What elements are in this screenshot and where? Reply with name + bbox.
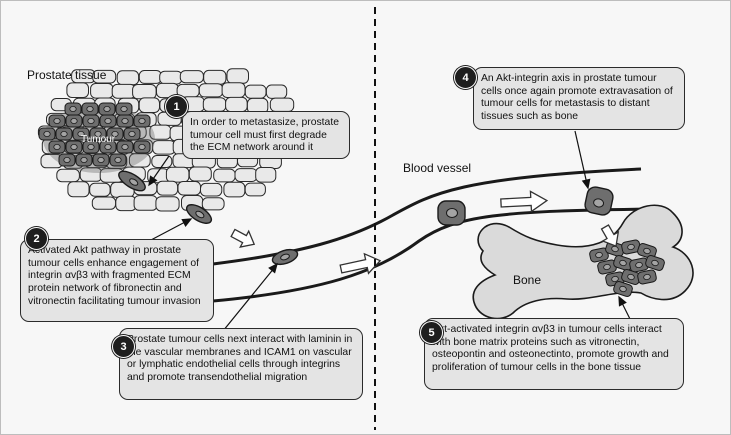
bone-tumour-cell (629, 257, 649, 273)
tumour-cell (92, 153, 110, 167)
tumour-cell (106, 127, 124, 141)
tissue-cell (89, 182, 111, 197)
tumour-mass-icon (38, 102, 155, 173)
callout-step-2: Activated Akt pathway in prostate tumour… (20, 239, 214, 322)
bone-tumour-cell (597, 259, 617, 275)
tumour-cell (72, 127, 90, 141)
tumour-cell (75, 153, 93, 167)
tissue-cell (66, 82, 90, 99)
tumour-cell (48, 114, 66, 128)
tissue-cell (265, 84, 288, 99)
step-5-badge: 5 (420, 321, 443, 344)
tumour-cell (116, 140, 134, 154)
tumour-cell (55, 127, 73, 141)
tissue-cell (111, 83, 136, 99)
tumour-cell (38, 127, 56, 141)
tissue-cell (255, 167, 277, 183)
tissue-cell (177, 181, 201, 196)
tissue-cell (202, 97, 227, 112)
tissue-cell (67, 181, 90, 198)
bone-tumour-cell (621, 239, 641, 255)
callout-step-4: An Akt-integrin axis in prostate tumour … (473, 67, 685, 130)
callout-step-5: Akt-activated integrin αvβ3 in tumour ce… (424, 318, 684, 390)
step-2-badge: 2 (25, 227, 48, 250)
tissue-cell (269, 97, 295, 112)
tissue-cell (133, 195, 158, 211)
hollow-arrow-icon (230, 190, 620, 275)
tumour-cell (99, 114, 117, 128)
tissue-cell (165, 166, 190, 183)
extravasating-tumour-cell-icon (584, 186, 614, 216)
tumour-cell (65, 140, 83, 154)
tissue-cell (56, 168, 80, 183)
tumour-cell (98, 102, 116, 116)
endothelial-tumour-cell-icon (271, 248, 299, 266)
callout-step-1: In order to metastasize, prostate tumour… (182, 111, 350, 159)
tissue-cell (152, 140, 176, 155)
tissue-cell (198, 83, 224, 98)
tissue-cell (244, 84, 267, 99)
tissue-cell (201, 197, 225, 211)
tumour-cell (81, 102, 99, 116)
invading-tumour-cell-icon (185, 204, 213, 224)
migrating-tumour-cell-icon (118, 170, 146, 192)
tissue-cell (90, 83, 114, 99)
callout-pointer-lines (148, 130, 632, 332)
tissue-cell (223, 181, 246, 198)
tumour-cell (65, 114, 83, 128)
tissue-cell (188, 166, 212, 182)
tumour-cell (48, 140, 66, 154)
tissue-cell (221, 82, 246, 98)
bone-tumour-cell (637, 243, 657, 259)
tissue-cell (226, 68, 249, 84)
tumour-cell (64, 102, 82, 116)
bone-tumour-cells-icon (589, 239, 665, 297)
bone-tumour-cell (637, 269, 657, 285)
tissue-cell (155, 196, 180, 212)
step-3-badge: 3 (112, 335, 135, 358)
tumour-cell (99, 140, 117, 154)
tumour-cell (89, 127, 107, 141)
tumour-cell (115, 102, 133, 116)
tissue-cell (116, 70, 140, 86)
tumour-cell (82, 140, 100, 154)
tumour-label: Tumour (81, 134, 116, 145)
tissue-cell (138, 70, 162, 84)
tissue-cell (200, 182, 223, 197)
callout-step-3: Prostate tumour cells next interact with… (119, 328, 363, 400)
tissue-cell (91, 196, 117, 210)
tissue-cell (225, 96, 248, 113)
blood-vessel-label: Blood vessel (403, 161, 472, 175)
bone-icon (472, 204, 694, 320)
tumour-cell (82, 114, 100, 128)
step-1-badge: 1 (165, 95, 188, 118)
tissue-cell (159, 70, 183, 85)
tumour-cell (58, 153, 76, 167)
tissue-cell (179, 70, 204, 84)
bone-tumour-cell (613, 281, 633, 297)
tumour-cell (133, 114, 151, 128)
tumour-cell (133, 140, 151, 154)
tumour-cell (109, 153, 127, 167)
prostate-tissue-label: Prostate tissue (27, 68, 107, 82)
tissue-cell (156, 180, 179, 196)
tissue-cell (213, 168, 236, 183)
bone-tumour-cell (589, 247, 609, 263)
tissue-cell (234, 168, 258, 183)
bone-label: Bone (513, 273, 542, 287)
tissue-cell (138, 97, 160, 114)
tissue-cell (203, 69, 227, 85)
tumour-cell (123, 127, 141, 141)
tissue-cell (115, 195, 137, 212)
circulating-tumour-cell-icon (437, 200, 466, 226)
bone-tumour-cell (645, 255, 665, 271)
tumour-cell (116, 114, 134, 128)
tissue-cell (244, 182, 266, 197)
step-4-badge: 4 (454, 66, 477, 89)
tissue-cell (132, 84, 157, 100)
